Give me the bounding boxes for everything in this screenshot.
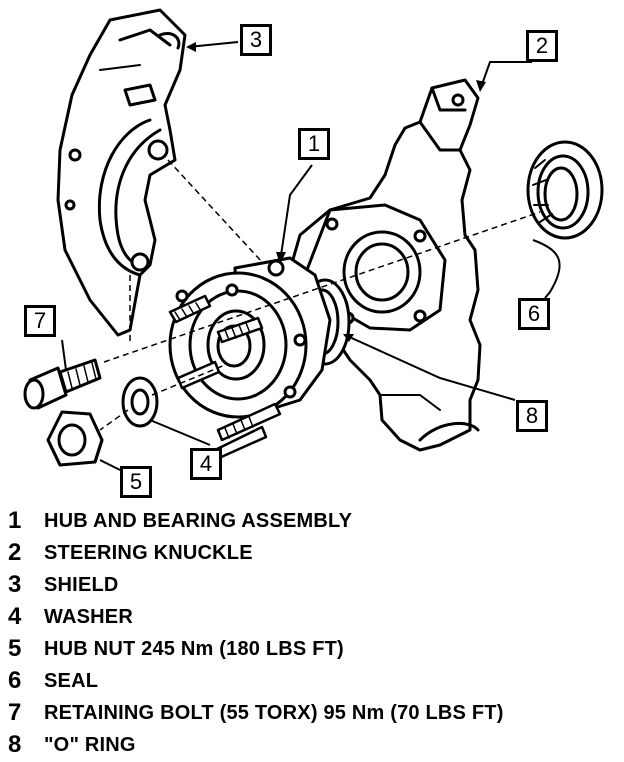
legend-number: 6	[8, 667, 22, 694]
retaining-bolt-drawing	[23, 358, 102, 410]
legend-label: STEERING KNUCKLE	[44, 541, 253, 564]
legend-number: 5	[8, 635, 22, 662]
callout-7: 7	[24, 305, 56, 337]
callout-8: 8	[516, 400, 548, 432]
legend-label: "O" RING	[44, 733, 136, 756]
legend-label: HUB NUT 245 Nm (180 LBS FT)	[44, 637, 344, 660]
legend-number: 2	[8, 539, 22, 566]
wheel-studs	[168, 294, 282, 460]
legend-item: 3 SHIELD	[8, 570, 119, 600]
legend-label: HUB AND BEARING ASSEMBLY	[44, 509, 353, 532]
legend-item: 8 "O" RING	[8, 730, 136, 760]
seal-drawing	[526, 140, 604, 240]
legend-number: 4	[8, 603, 22, 630]
exploded-diagram: 3 2 1 6 7 8 4 5	[23, 8, 604, 498]
hub-nut-drawing	[46, 410, 104, 467]
legend-number: 8	[8, 731, 22, 758]
shield-drawing	[56, 8, 187, 337]
callout-2: 2	[526, 30, 558, 62]
legend-item: 1 HUB AND BEARING ASSEMBLY	[8, 506, 352, 536]
legend-label: RETAINING BOLT (55 TORX) 95 Nm (70 LBS F…	[44, 701, 504, 724]
callout-1: 1	[298, 128, 330, 160]
legend-number: 7	[8, 699, 22, 726]
legend-label: SEAL	[44, 669, 99, 692]
callout-4: 4	[190, 448, 222, 480]
legend-number: 1	[8, 507, 22, 534]
legend-item: 7 RETAINING BOLT (55 TORX) 95 Nm (70 LBS…	[8, 698, 504, 728]
legend-item: 6 SEAL	[8, 666, 98, 696]
hub-drawing	[168, 256, 332, 419]
callout-5: 5	[120, 466, 152, 498]
legend-item: 5 HUB NUT 245 Nm (180 LBS FT)	[8, 634, 344, 664]
legend-label: SHIELD	[44, 573, 119, 596]
callout-3: 3	[240, 24, 272, 56]
legend-number: 3	[8, 571, 22, 598]
diagram-drawing	[23, 8, 604, 471]
legend-label: WASHER	[44, 605, 133, 628]
legend-item: 2 STEERING KNUCKLE	[8, 538, 253, 568]
legend-item: 4 WASHER	[8, 602, 133, 632]
washer-drawing	[121, 376, 159, 428]
callout-6: 6	[518, 298, 550, 330]
